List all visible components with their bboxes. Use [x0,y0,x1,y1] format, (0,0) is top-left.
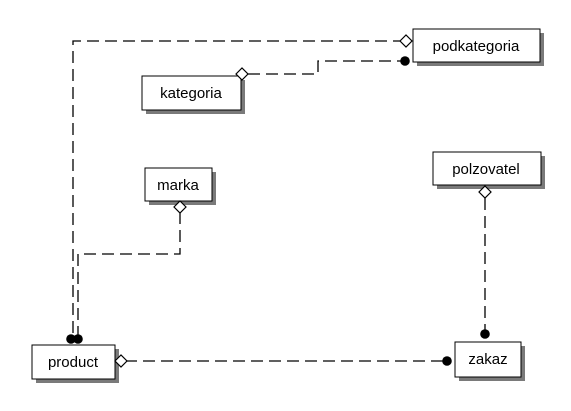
hollow-diamond-icon [114,354,128,368]
entity-polzovatel-label: polzovatel [452,161,520,178]
entity-product-label: product [48,354,99,371]
entity-kategoria-label: kategoria [160,85,222,102]
entity-marka[interactable]: marka [144,167,216,205]
relation-kategoria-podkategoria [248,60,404,75]
filled-dot-icon [73,334,83,344]
entity-zakaz[interactable]: zakaz [454,341,525,381]
filled-dot-icon [480,329,490,339]
filled-dot-icon [442,356,452,366]
entity-product[interactable]: product [31,344,119,383]
entity-kategoria[interactable]: kategoria [141,75,245,114]
hollow-diamond-icon [173,200,187,214]
filled-dot-icon [66,334,76,344]
relation-marka-product [77,212,181,337]
entity-podkategoria[interactable]: podkategoria [412,28,544,66]
hollow-diamond-icon [235,67,249,81]
hollow-diamond-icon [399,34,413,48]
entity-polzovatel[interactable]: polzovatel [432,151,545,189]
entity-zakaz-label: zakaz [468,351,507,368]
entity-podkategoria-label: podkategoria [433,38,520,55]
entity-marka-label: marka [157,177,199,194]
filled-dot-icon [400,56,410,66]
relation-podkategoria-product [72,40,405,337]
hollow-diamond-icon [478,185,492,199]
